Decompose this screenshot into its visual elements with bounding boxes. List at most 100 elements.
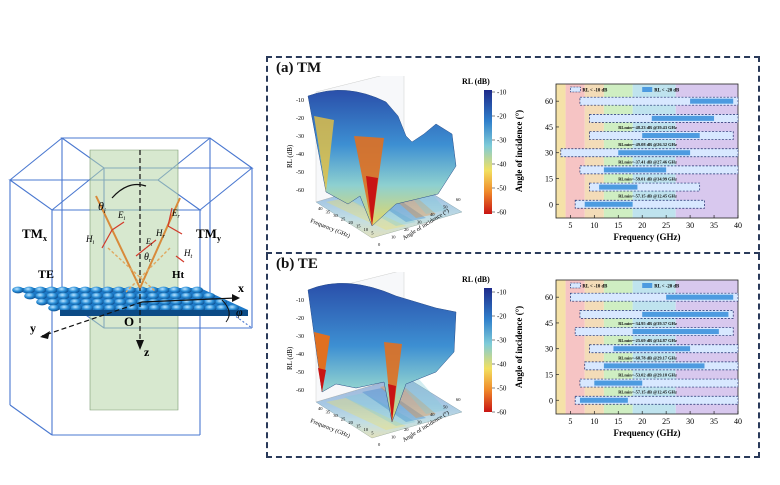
- metasurface-bead: [80, 292, 92, 300]
- x-tick-label: 15: [356, 224, 361, 229]
- metasurface-bead: [160, 304, 172, 312]
- floor-projection-stripe: [398, 378, 446, 414]
- rl20-band-bar: [690, 98, 734, 104]
- colorbar-tick-label: -60: [497, 209, 507, 217]
- floor-projection-stripe: [344, 393, 416, 426]
- rl20-band-bar: [603, 363, 705, 369]
- rl10-band-bar: [579, 96, 739, 106]
- y-tick-label: 40: [430, 412, 435, 417]
- metasurface-bead: [113, 292, 126, 300]
- metasurface-bead: [102, 292, 115, 300]
- panel-b-label: (b) TE: [276, 256, 318, 272]
- metasurface-bead: [169, 292, 182, 300]
- surface-mesh-te: [307, 283, 457, 423]
- metasurface-bead: [59, 304, 71, 312]
- ht-label: Ht: [172, 269, 185, 281]
- y-tick-label: 15: [545, 370, 553, 379]
- colorbar-tm: [484, 90, 492, 214]
- y-tick-label: 50: [443, 205, 448, 210]
- metasurface-bead: [125, 298, 138, 306]
- metasurface-bead: [104, 304, 116, 312]
- rl10-band-bar: [574, 199, 705, 209]
- surface-plot-te: -10-20-30-40-50-604035302520151050102030…: [286, 272, 507, 447]
- field-vectors: [101, 207, 185, 263]
- z-ticks-te: -10-20-30-40-50-604035302520151050102030…: [296, 298, 461, 447]
- z-tick-label: -50: [296, 370, 304, 376]
- floor-projection-stripe: [326, 398, 406, 430]
- metasurface-bead: [45, 286, 58, 294]
- z-tick-label: -30: [296, 334, 304, 340]
- y-tick-label: 0: [378, 442, 381, 447]
- metasurface-bead: [135, 286, 147, 294]
- x-tick-label: 15: [356, 424, 361, 429]
- metasurface-bead: [203, 292, 215, 300]
- metasurface-bead: [101, 286, 114, 294]
- metasurface-bead: [69, 292, 81, 300]
- x-tick-label: 40: [734, 221, 742, 230]
- rl20-band-bar: [642, 311, 729, 317]
- metasurface-bead: [91, 292, 103, 300]
- panel-divider: [266, 252, 760, 254]
- z-tick-label: -10: [296, 98, 304, 104]
- metasurface-bead: [157, 286, 170, 294]
- reflected-ray: [139, 197, 181, 289]
- metasurface-bead: [125, 292, 137, 300]
- metasurface-bead: [57, 286, 69, 294]
- z-tick-label: -50: [296, 170, 304, 176]
- h-t-label: Ht: [183, 248, 193, 260]
- metasurface-bead: [182, 304, 195, 312]
- z-tick-label: -30: [296, 134, 304, 140]
- phi-arc: [221, 299, 230, 323]
- metasurface-bead: [90, 286, 103, 294]
- metasurface-bead: [171, 304, 183, 312]
- y-tick-label: 30: [545, 345, 553, 354]
- x-tick-label: 25: [662, 417, 670, 426]
- rl10-band-bar: [570, 292, 739, 302]
- rl10-band-bar: [579, 378, 739, 388]
- legend-label-rl20: RL < -20 dB: [654, 285, 680, 290]
- z-label-tm: RL (dB): [286, 144, 294, 168]
- theta-r-label: θr: [144, 252, 152, 264]
- y-axis-label: Angle of incidence (°): [514, 110, 524, 192]
- rlmin-annotation: RLmin=-49.08 dB @26.32 GHz: [618, 142, 677, 147]
- metasurface-bead: [227, 304, 239, 312]
- metasurface-bead: [70, 304, 83, 312]
- y-tick-label: 0: [378, 242, 381, 247]
- y-axis-label: Angle of incidence (°): [514, 306, 524, 388]
- colorbar-tick-label: -20: [497, 113, 507, 121]
- metasurface-bead: [146, 286, 159, 294]
- metasurface-bead: [46, 292, 59, 300]
- rl10-band-bar: [589, 182, 701, 192]
- y-tick-label: 60: [545, 97, 553, 106]
- x-tick-label: 30: [333, 213, 338, 218]
- rl20-band-bar: [599, 184, 638, 190]
- metasurface-bead: [58, 298, 71, 306]
- legend-swatch-rl20: [642, 283, 653, 288]
- y-tick-label: 10: [391, 435, 396, 440]
- y-tick-label: 20: [404, 427, 409, 432]
- e-r-label: Er: [171, 208, 181, 220]
- z-label-te: RL (dB): [286, 346, 294, 370]
- x-tick-label: 5: [568, 221, 572, 230]
- rl20-band-bar: [666, 294, 734, 300]
- metasurface-bead: [34, 286, 47, 294]
- colorbar-tick-label: -10: [497, 289, 507, 297]
- x-tick-label: 25: [341, 217, 346, 222]
- metasurface-bead: [215, 298, 227, 306]
- metasurface-beads: [12, 286, 239, 312]
- rl20-band-bar: [618, 150, 691, 156]
- x-tick-label: 20: [638, 221, 646, 230]
- metasurface-bead: [147, 292, 159, 300]
- rlmin-annotation: RLmin=-48.23 dB @39.43 GHz: [618, 125, 677, 130]
- h-i-label: Hi: [85, 234, 95, 246]
- incident-ray: [95, 195, 141, 289]
- x-tick-label: 5: [371, 431, 374, 436]
- metasurface-bead: [170, 298, 183, 306]
- x-tick-label: 10: [590, 417, 598, 426]
- x-tick-label: 20: [638, 417, 646, 426]
- legend-label-rl10: RL < -10 dB: [582, 285, 608, 290]
- x-tick-label: 30: [686, 417, 694, 426]
- origin-label: O: [124, 314, 134, 329]
